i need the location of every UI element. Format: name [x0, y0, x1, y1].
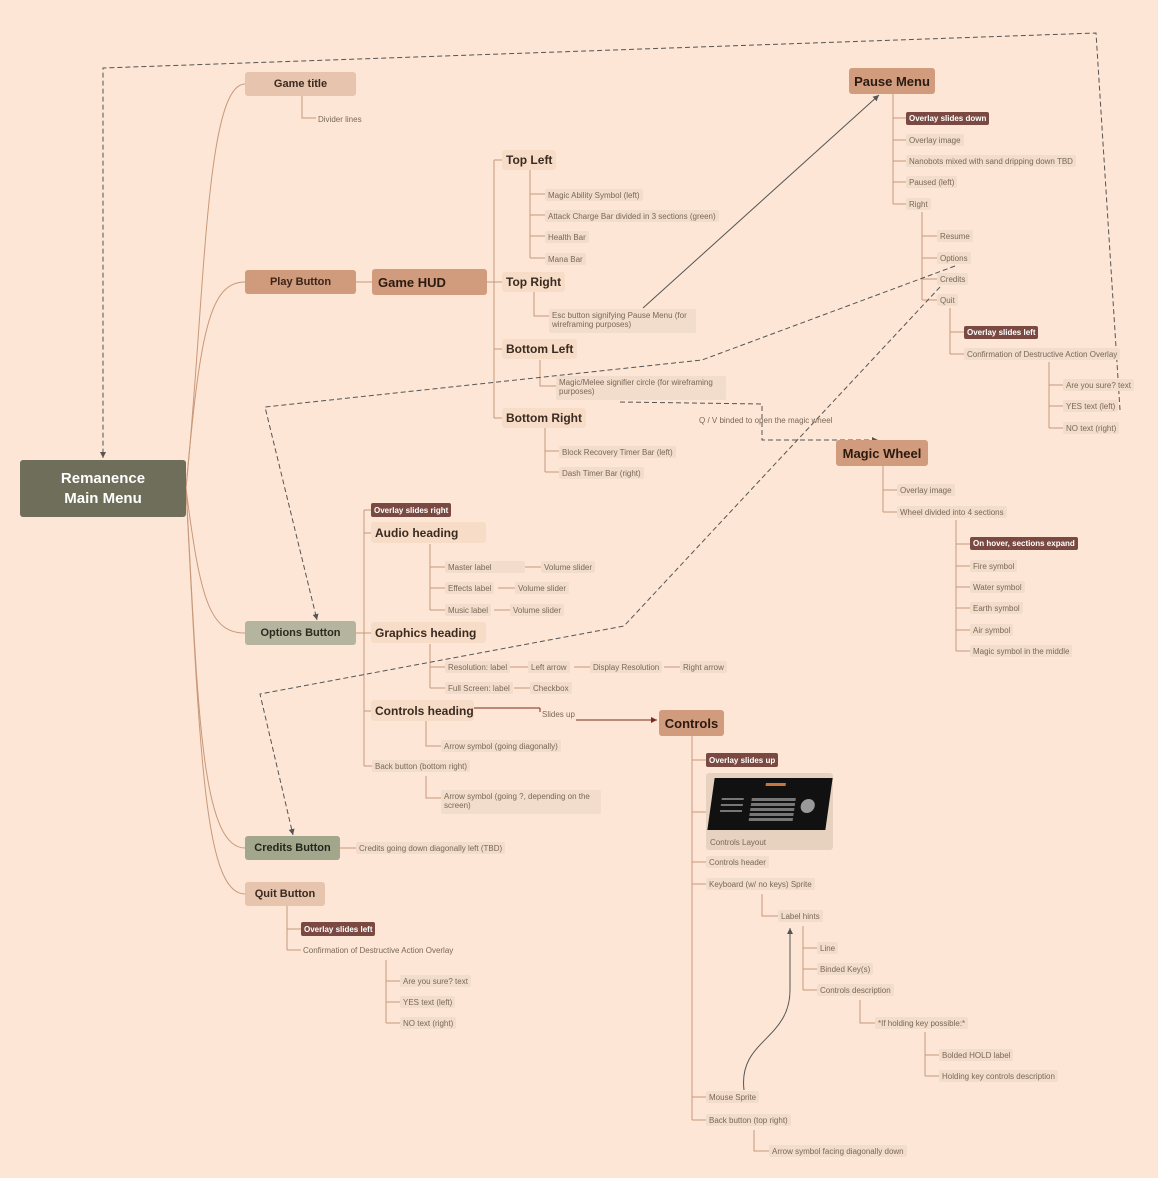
- controls-heading-node[interactable]: Controls heading: [371, 700, 474, 721]
- pause-right-item[interactable]: Options: [937, 252, 971, 264]
- top-left-node[interactable]: Top Left: [502, 150, 557, 170]
- play-button-node[interactable]: Play Button: [245, 270, 356, 294]
- controls-layout-caption: Controls Layout: [710, 838, 767, 847]
- controls-item[interactable]: Back button (top right): [706, 1114, 791, 1126]
- options-back-item[interactable]: Arrow symbol (going ?, depending on the …: [441, 790, 601, 814]
- holding-item[interactable]: Holding key controls description: [939, 1070, 1058, 1082]
- credits-button-node[interactable]: Credits Button: [245, 836, 340, 860]
- quit-confirm-item[interactable]: NO text (right): [400, 1017, 457, 1029]
- hint-item[interactable]: Line: [817, 942, 839, 954]
- hud-top-left-item[interactable]: Magic Ability Symbol (left): [545, 189, 643, 201]
- pause-quit-tag: Overlay slides left: [964, 326, 1039, 339]
- pause-menu-item[interactable]: Right: [906, 198, 931, 210]
- magic-wheel-tag: On hover, sections expand: [970, 537, 1078, 550]
- controls-node[interactable]: Controls: [659, 710, 724, 736]
- hint-item[interactable]: Controls description: [817, 984, 894, 996]
- hud-top-left-item[interactable]: Health Bar: [545, 231, 589, 243]
- audio-slider[interactable]: Volume slider: [515, 582, 570, 594]
- audio-heading-node[interactable]: Audio heading: [371, 522, 486, 543]
- top-right-node[interactable]: Top Right: [502, 272, 566, 292]
- holding-node[interactable]: *If holding key possible:*: [875, 1017, 969, 1029]
- controls-item[interactable]: Controls header: [706, 856, 769, 868]
- quit-confirm-item[interactable]: YES text (left): [400, 996, 456, 1008]
- pause-confirm-item[interactable]: Are you sure? text: [1063, 379, 1134, 391]
- controls-item[interactable]: Mouse Sprite: [706, 1091, 760, 1103]
- pause-menu-item[interactable]: Nanobots mixed with sand dripping down T…: [906, 155, 1076, 167]
- pause-menu-item[interactable]: Paused (left): [906, 176, 958, 188]
- graphics-item[interactable]: Left arrow: [528, 661, 570, 673]
- hud-top-right-item[interactable]: Esc button signifying Pause Menu (for wi…: [549, 309, 696, 333]
- pause-right-item[interactable]: Quit: [937, 294, 958, 306]
- quit-item[interactable]: Confirmation of Destructive Action Overl…: [303, 945, 454, 955]
- credits-item[interactable]: Credits going down diagonally left (TBD): [356, 842, 506, 854]
- slides-up-label: Slides up: [542, 710, 575, 719]
- graphics-item[interactable]: Checkbox: [530, 682, 572, 694]
- options-button-node[interactable]: Options Button: [245, 621, 356, 645]
- pause-confirm-item[interactable]: NO text (right): [1063, 422, 1120, 434]
- controls-heading-item[interactable]: Arrow symbol (going diagonally): [441, 740, 561, 752]
- magic-wheel-node[interactable]: Magic Wheel: [836, 440, 928, 466]
- graphics-item[interactable]: Right arrow: [680, 661, 727, 673]
- audio-label[interactable]: Master label: [445, 561, 525, 573]
- root-node[interactable]: Remanence Main Menu: [20, 460, 186, 517]
- pause-right-item[interactable]: Credits: [937, 273, 969, 285]
- controls-item[interactable]: Keyboard (w/ no keys) Sprite: [706, 878, 815, 890]
- magic-wheel-item[interactable]: Overlay image: [897, 484, 955, 496]
- magic-wheel-item[interactable]: Wheel divided into 4 sections: [897, 506, 1007, 518]
- magic-wheel-section[interactable]: Earth symbol: [970, 602, 1023, 614]
- options-tag: Overlay slides right: [371, 503, 452, 517]
- hud-bottom-right-item[interactable]: Block Recovery Timer Bar (left): [559, 446, 676, 458]
- hud-top-left-item[interactable]: Attack Charge Bar divided in 3 sections …: [545, 210, 719, 222]
- hud-top-left-item[interactable]: Mana Bar: [545, 253, 586, 265]
- game-title-node[interactable]: Game title: [245, 72, 356, 96]
- pause-menu-node[interactable]: Pause Menu: [849, 68, 935, 94]
- magic-wheel-section[interactable]: Fire symbol: [970, 560, 1018, 572]
- quit-tag: Overlay slides left: [301, 922, 376, 936]
- bottom-right-node[interactable]: Bottom Right: [502, 408, 586, 428]
- graphics-item[interactable]: Full Screen: label: [445, 682, 513, 694]
- graphics-item[interactable]: Resolution: label: [445, 661, 511, 673]
- holding-item[interactable]: Bolded HOLD label: [939, 1049, 1014, 1061]
- game-hud-node[interactable]: Game HUD: [372, 269, 487, 295]
- audio-slider[interactable]: Volume slider: [510, 604, 565, 616]
- hud-bottom-right-item[interactable]: Dash Timer Bar (right): [559, 467, 644, 479]
- quit-button-node[interactable]: Quit Button: [245, 882, 325, 906]
- root-label: Remanence Main Menu: [60, 469, 146, 507]
- pause-menu-item[interactable]: Overlay image: [906, 134, 964, 146]
- controls-tag: Overlay slides up: [706, 753, 779, 767]
- options-back-node[interactable]: Back button (bottom right): [372, 760, 471, 772]
- audio-label[interactable]: Effects label: [445, 582, 495, 594]
- magic-wheel-section[interactable]: Water symbol: [970, 581, 1025, 593]
- label-hints-node[interactable]: Label hints: [778, 910, 823, 922]
- hint-item[interactable]: Binded Key(s): [817, 963, 874, 975]
- controls-back-item[interactable]: Arrow symbol facing diagonally down: [769, 1145, 907, 1157]
- pause-quit-item[interactable]: Confirmation of Destructive Action Overl…: [964, 348, 1121, 360]
- magic-wheel-section[interactable]: Magic symbol in the middle: [970, 645, 1073, 657]
- graphics-heading-node[interactable]: Graphics heading: [371, 622, 486, 643]
- pause-menu-tag: Overlay slides down: [906, 112, 990, 125]
- graphics-item[interactable]: Display Resolution: [590, 661, 663, 673]
- pause-right-item[interactable]: Resume: [937, 230, 973, 242]
- hud-bottom-left-item[interactable]: Magic/Melee signifier circle (for wirefr…: [556, 376, 726, 400]
- bottom-left-node[interactable]: Bottom Left: [502, 339, 578, 359]
- divider-lines-node[interactable]: Divider lines: [318, 115, 362, 124]
- pause-confirm-item[interactable]: YES text (left): [1063, 400, 1119, 412]
- wheel-link-label: Q / V binded to open the magic wheel: [699, 416, 833, 425]
- keyboard-keys-icon: [719, 783, 815, 821]
- audio-label[interactable]: Music label: [445, 604, 492, 616]
- quit-confirm-item[interactable]: Are you sure? text: [400, 975, 471, 987]
- keyboard-picture: [707, 778, 833, 830]
- magic-wheel-section[interactable]: Air symbol: [970, 624, 1014, 636]
- audio-slider[interactable]: Volume slider: [541, 561, 596, 573]
